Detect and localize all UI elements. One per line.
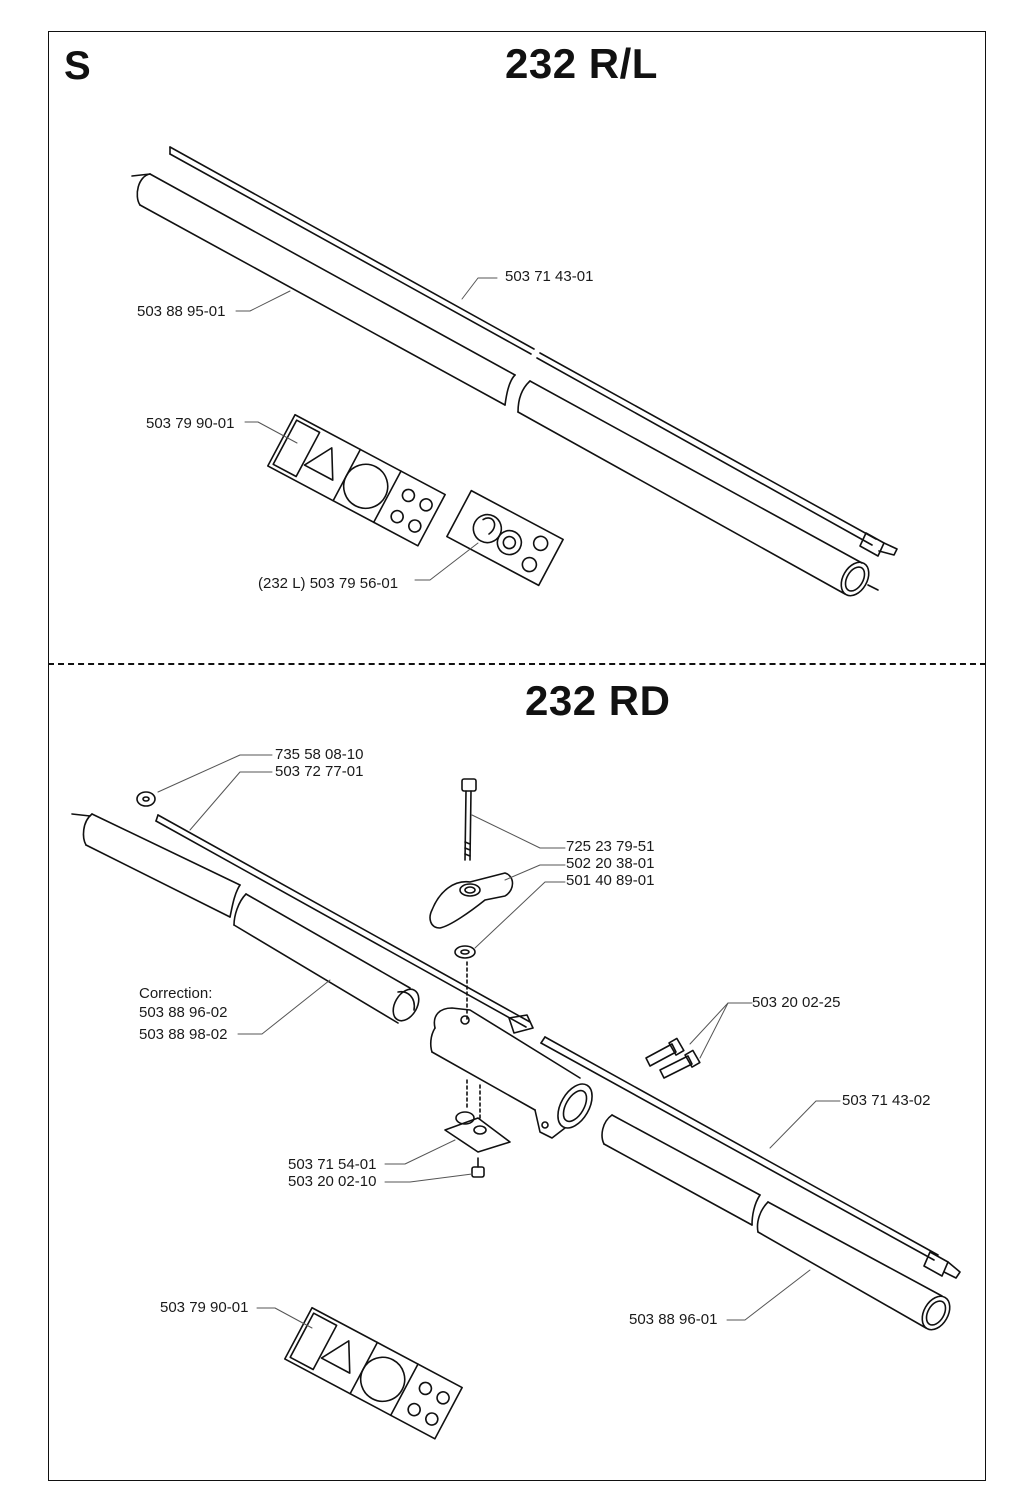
front-tube-part2 (233, 893, 420, 1024)
label-washer: 735 58 08-10 (275, 746, 364, 763)
label-screws: 503 20 02-25 (752, 994, 841, 1011)
label-correction-heading: Correction: (139, 985, 213, 1002)
screws-503-2025 (645, 1037, 701, 1079)
label-rear-tube: 503 88 96-01 (629, 1311, 718, 1328)
decal-top (266, 413, 446, 547)
rear-shaft (540, 1036, 961, 1279)
coupling-clamp (429, 1007, 593, 1139)
decal-bottom (283, 1306, 463, 1440)
bracket-503-7154 (444, 1079, 511, 1153)
model-title-232rl: 232 R/L (505, 40, 658, 87)
knob-502 (429, 872, 514, 929)
label-drive-shaft-top: 503 71 43-01 (505, 268, 594, 285)
label-knob: 502 20 38-01 (566, 855, 655, 872)
label-bolt: 725 23 79-51 (566, 838, 655, 855)
bracket-screw (471, 1157, 485, 1178)
front-shaft (155, 814, 534, 1034)
label-bracket: 503 71 54-01 (288, 1156, 377, 1173)
label-decal-232l: (232 L) 503 79 56-01 (258, 575, 399, 592)
page-frame (48, 31, 986, 1481)
label-rear-shaft: 503 71 43-02 (842, 1092, 931, 1109)
drive-shaft-top (169, 146, 898, 557)
model-title-232rd: 232 RD (525, 677, 671, 724)
bolt-725 (461, 778, 477, 861)
label-decal-top: 503 79 90-01 (146, 415, 235, 432)
tube-top-front (131, 173, 516, 406)
label-knob-washer: 501 40 89-01 (566, 872, 655, 889)
section-letter: S (64, 44, 91, 88)
label-decal-bottom: 503 79 90-01 (160, 1299, 249, 1316)
tube-top-rear (517, 380, 879, 597)
decal-232l (446, 489, 564, 587)
front-tube-part1 (71, 813, 241, 918)
washer-735 (136, 791, 156, 807)
rear-tube-part1 (601, 1114, 761, 1226)
rear-tube-part2 (756, 1201, 951, 1331)
label-front-shaft: 503 72 77-01 (275, 763, 364, 780)
label-correction-number: 503 88 96-02 (139, 1004, 228, 1021)
knob-washer (454, 945, 476, 959)
label-tube-top: 503 88 95-01 (137, 303, 226, 320)
section-divider (48, 663, 986, 665)
label-bracket-screw: 503 20 02-10 (288, 1173, 377, 1190)
label-front-tube: 503 88 98-02 (139, 1026, 228, 1043)
